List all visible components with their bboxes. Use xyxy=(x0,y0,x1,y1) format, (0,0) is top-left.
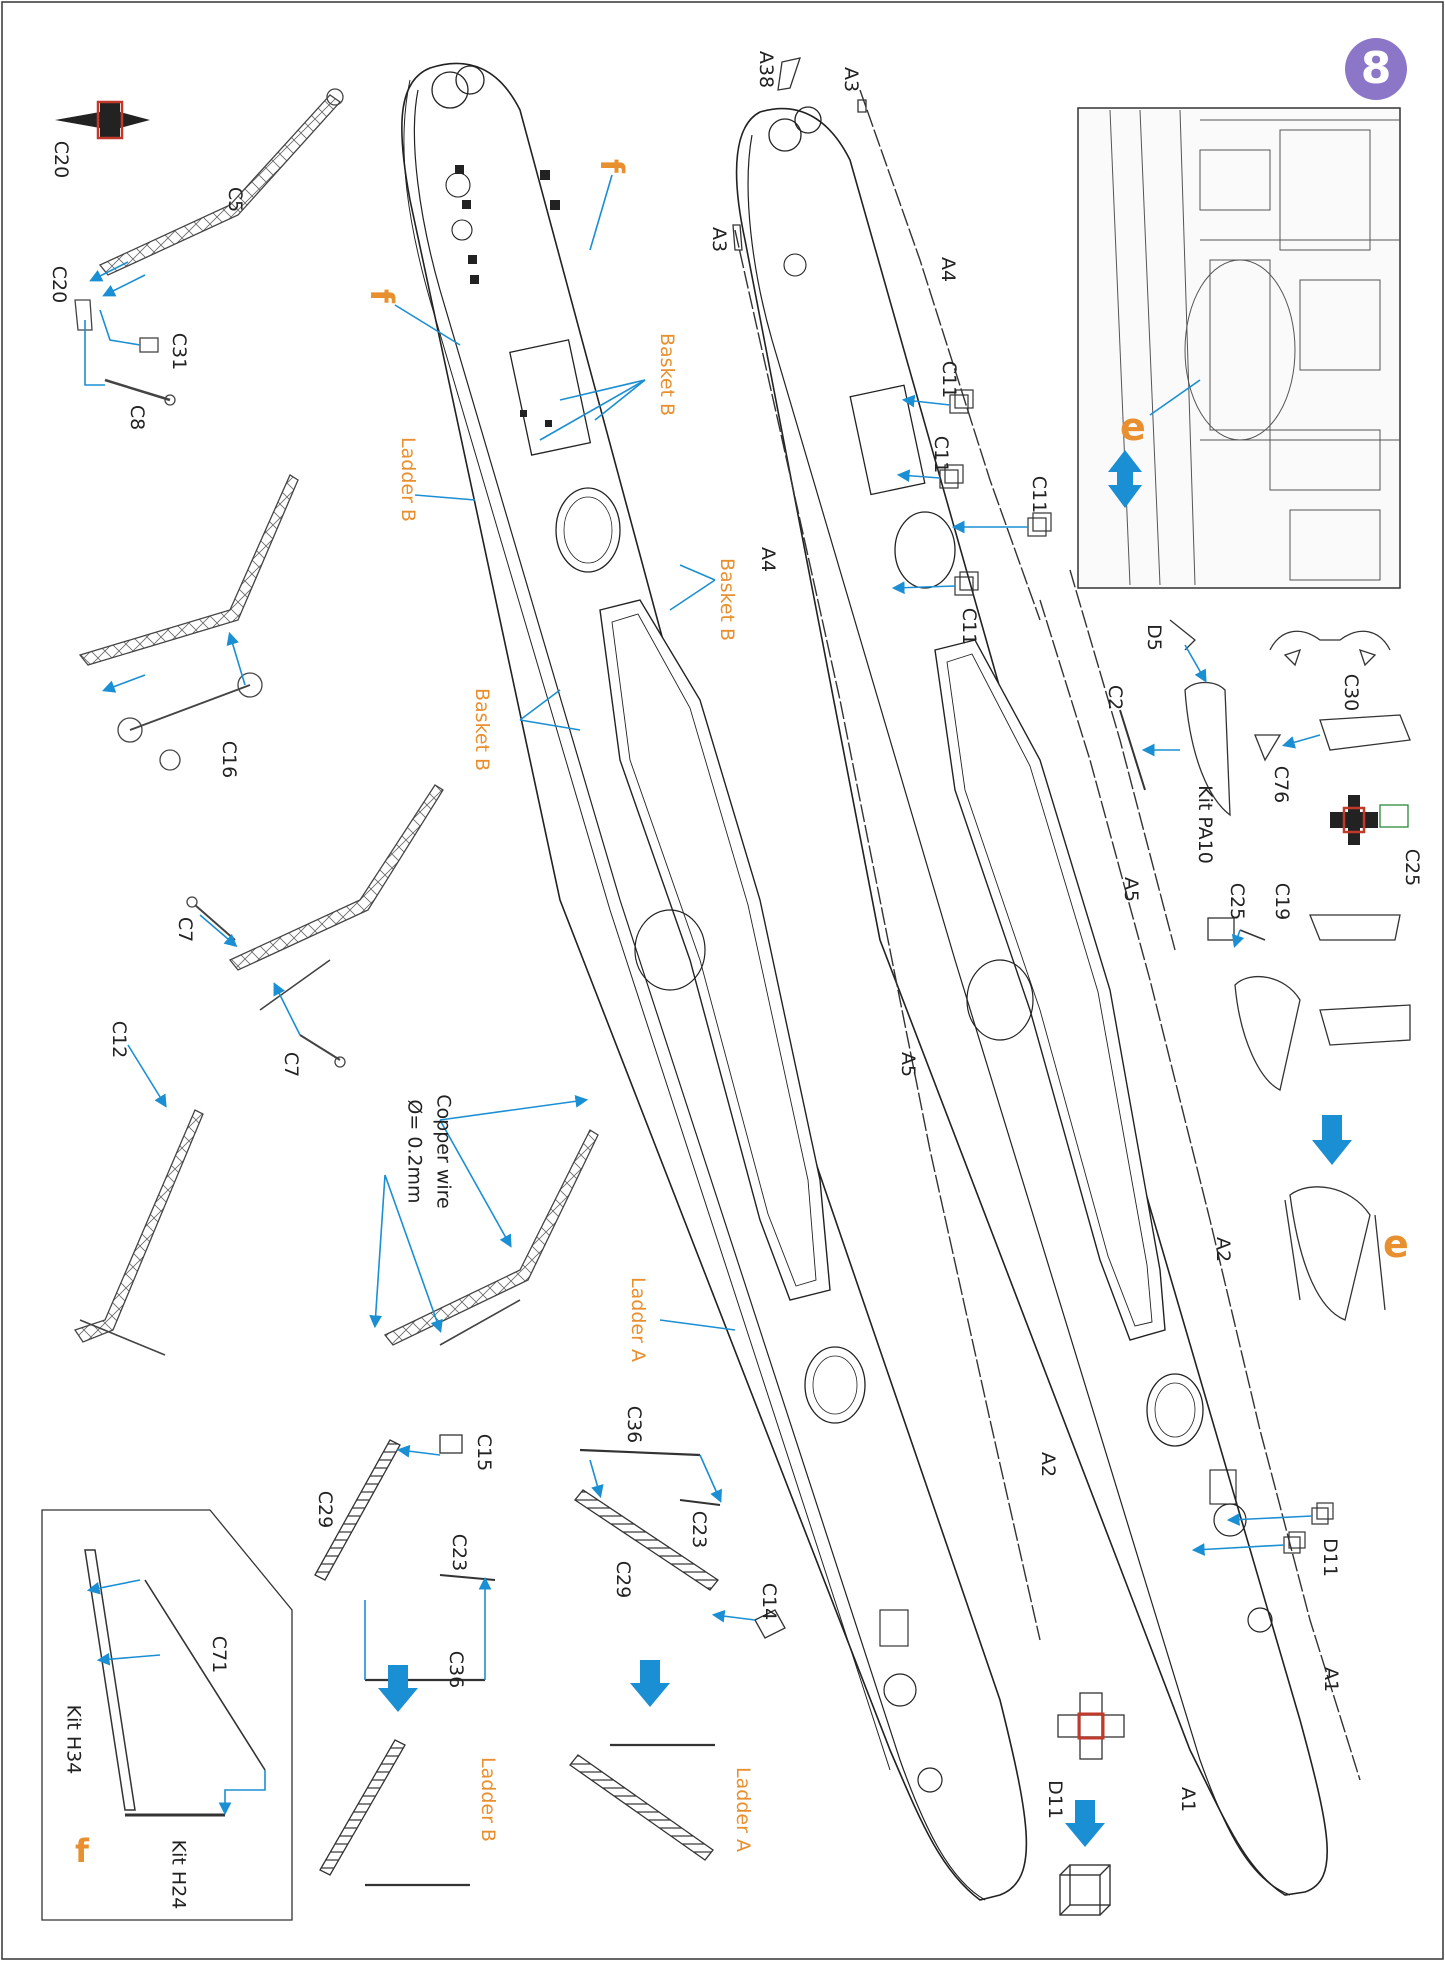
label-kit-h34: Kit H34 xyxy=(62,1704,85,1775)
label-c76: C76 xyxy=(1270,765,1293,804)
part-c25-top xyxy=(1330,795,1409,845)
part-c31-c8 xyxy=(74,299,176,406)
callout-f-box: f xyxy=(75,1832,89,1870)
label-c29-left: C29 xyxy=(314,1490,337,1529)
ladder-c29-right xyxy=(574,1448,786,1639)
part-c20-top xyxy=(55,100,150,140)
label-a2-right: A2 xyxy=(1212,1236,1235,1263)
label-a4: A4 xyxy=(757,546,780,573)
big-arrows xyxy=(378,450,1352,1847)
label-ladder-b-result: Ladder B xyxy=(476,1757,499,1842)
label-a5: A5 xyxy=(897,1051,920,1078)
label-c36-left: C36 xyxy=(445,1650,468,1689)
label-c25-top: C25 xyxy=(1401,848,1424,887)
label-c16: C16 xyxy=(218,740,241,779)
lifeboat-assembled-e xyxy=(1284,1186,1386,1321)
label-c29-right: C29 xyxy=(612,1560,635,1599)
label-basket-b-2: Basket B xyxy=(716,557,739,642)
part-d11-box xyxy=(1059,1864,1111,1916)
part-c25-c19 xyxy=(1207,914,1401,941)
label-c36-right: C36 xyxy=(623,1405,646,1444)
label-c20: C20 xyxy=(48,265,71,304)
label-c25: C25 xyxy=(1226,882,1249,921)
hull-deck-right xyxy=(735,106,1328,1896)
label-a3: A3 xyxy=(708,226,731,253)
label-a3-top: A3 xyxy=(840,66,863,93)
detail-inset xyxy=(1077,107,1401,589)
ladder-b-assembled xyxy=(319,1739,470,1887)
label-a38: A38 xyxy=(755,50,778,89)
label-c19: C19 xyxy=(1271,882,1294,921)
step-number-badge: 8 xyxy=(1345,38,1407,100)
label-d11: D11 xyxy=(1318,1538,1341,1577)
label-a5-right: A5 xyxy=(1120,876,1143,903)
label-d11-sprue: D11 xyxy=(1043,1780,1066,1819)
label-basket-b-3: Basket B xyxy=(471,687,494,772)
label-c11-3: C11 xyxy=(1028,475,1051,514)
label-c12: C12 xyxy=(108,1020,131,1059)
label-c7-a: C7 xyxy=(174,916,197,943)
label-kit-h24: Kit H24 xyxy=(167,1839,190,1910)
label-c71: C71 xyxy=(208,1635,231,1674)
hull-deck-left xyxy=(401,62,1028,1901)
label-a1: A1 xyxy=(1177,1786,1200,1813)
ladder-a-assembled xyxy=(569,1743,715,1861)
label-c8: C8 xyxy=(126,404,149,431)
part-a38-a3 xyxy=(732,57,867,251)
label-ladder-a-result: Ladder A xyxy=(731,1767,754,1852)
strip-parts xyxy=(734,89,1361,1781)
label-c23-right: C23 xyxy=(688,1510,711,1549)
callout-e-inset: e xyxy=(1120,405,1146,449)
callout-e: e xyxy=(1383,1222,1409,1266)
label-ladder-a: Ladder A xyxy=(626,1277,649,1362)
crane-boom-c5 xyxy=(98,88,344,276)
davit-c30 xyxy=(1269,630,1391,667)
label-a1-right: A1 xyxy=(1320,1666,1343,1693)
crane-boom-c16 xyxy=(78,474,299,771)
label-c11-2: C11 xyxy=(930,435,953,474)
label-c30: C30 xyxy=(1340,673,1363,712)
label-c14: C14 xyxy=(758,1582,781,1621)
label-a4-top: A4 xyxy=(937,256,960,283)
callout-f-2: f xyxy=(362,289,401,303)
label-ladder-b: Ladder B xyxy=(396,437,419,522)
label-c11-1: C11 xyxy=(938,360,961,399)
davit-c76 xyxy=(1254,714,1411,762)
lifeboat-assembly xyxy=(1234,975,1411,1091)
label-kit-pa10: Kit PA10 xyxy=(1193,785,1216,864)
crane-boom-c12 xyxy=(73,1109,204,1356)
crane-boom-copper xyxy=(383,1129,599,1346)
label-c7-b: C7 xyxy=(280,1051,303,1078)
part-c11-cubes xyxy=(939,389,1334,1554)
label-c31: C31 xyxy=(168,332,191,371)
lifeboat-pa10 xyxy=(1119,619,1231,817)
pointer-lines xyxy=(84,174,1321,1816)
label-c5: C5 xyxy=(224,186,247,213)
label-c15: C15 xyxy=(473,1433,496,1472)
label-c20-top: C20 xyxy=(50,140,73,179)
label-basket-b-1: Basket B xyxy=(656,332,679,417)
callout-f-1: f xyxy=(592,159,631,173)
label-d5: D5 xyxy=(1142,624,1165,651)
label-c11-4: C11 xyxy=(958,607,981,646)
crane-boom-c7 xyxy=(228,784,444,1011)
label-c23-left: C23 xyxy=(448,1533,471,1572)
kit-h34-box xyxy=(41,1509,293,1921)
label-copper-diameter: Ø= 0.2mm xyxy=(403,1099,426,1204)
label-a2: A2 xyxy=(1037,1451,1060,1478)
label-c2: C2 xyxy=(1104,684,1127,711)
label-copper-wire: Copper wire xyxy=(432,1094,455,1209)
part-d11-sprue xyxy=(1057,1692,1125,1760)
